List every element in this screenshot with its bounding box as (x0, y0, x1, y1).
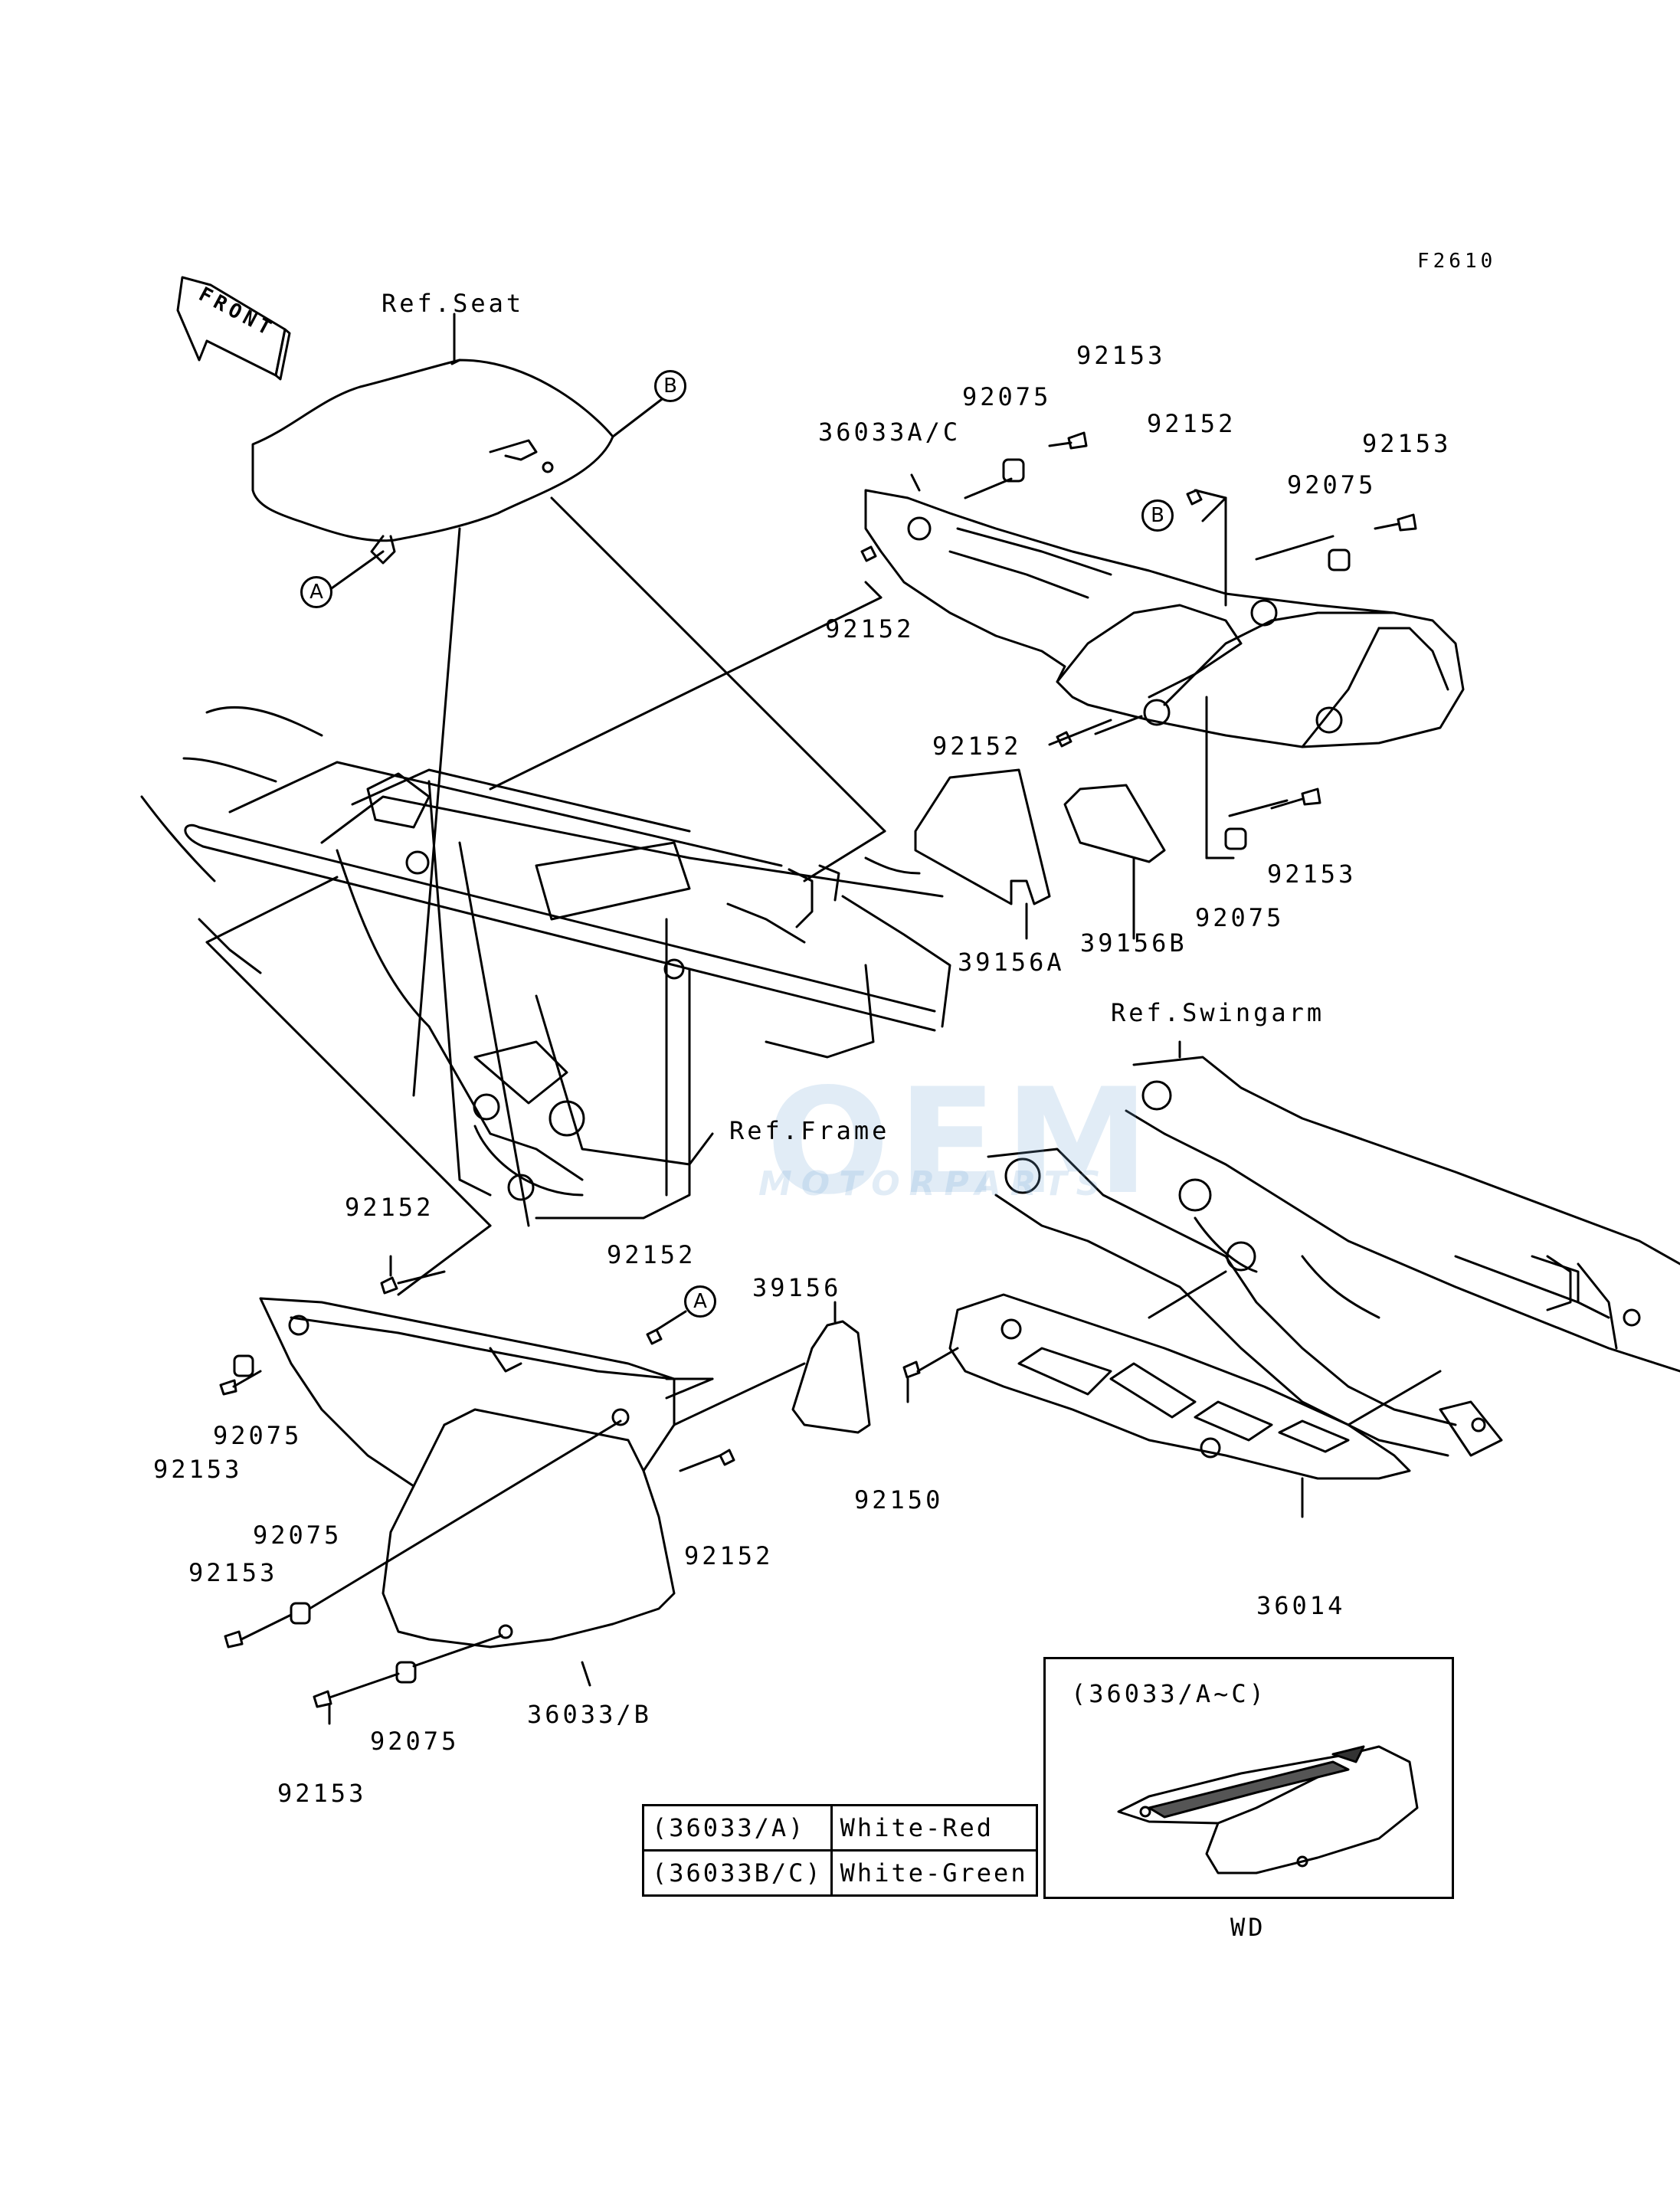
part-label: 92075 (253, 1521, 342, 1550)
part-label: 92152 (825, 614, 915, 643)
inset-caption: WD (1230, 1913, 1266, 1942)
part-label: 36033/B (527, 1700, 652, 1729)
inset-box (1043, 1657, 1454, 1899)
part-label: 92153 (188, 1558, 278, 1587)
table-row: (36033B/C) White-Green (642, 1849, 1038, 1897)
part-label: 92075 (1195, 903, 1285, 932)
front-arrow-icon (176, 276, 291, 381)
part-label: 92153 (1362, 429, 1452, 458)
part-label: 92152 (932, 732, 1022, 761)
part-label: 92153 (1267, 859, 1357, 889)
callout-b-cover: B (1141, 499, 1174, 532)
callout-a-cover: A (684, 1285, 716, 1318)
part-label: 39156 (752, 1273, 842, 1302)
watermark-brand: OEM (766, 1057, 1158, 1226)
table-cell-code: (36033B/C) (642, 1849, 833, 1897)
side-cover-right-shape (864, 489, 1465, 748)
pad-39156-shape (791, 1320, 871, 1434)
watermark-sub: MOTORPARTS (758, 1164, 1110, 1203)
part-label: 92150 (854, 1485, 944, 1514)
part-label: 92075 (962, 382, 1052, 411)
part-label: 36014 (1256, 1591, 1346, 1620)
part-label: 39156B (1080, 928, 1187, 958)
table-cell-color: White-Red (830, 1804, 1038, 1852)
part-label: 92152 (345, 1193, 434, 1222)
part-label: 92152 (684, 1541, 774, 1570)
figure-code: F2610 (1417, 250, 1497, 273)
part-label: 92152 (1147, 409, 1236, 438)
part-label: 92153 (277, 1779, 367, 1808)
right-fasteners (860, 431, 1417, 850)
part-label: 36033A/C (818, 417, 961, 447)
table-cell-code: (36033/A) (642, 1804, 833, 1852)
inset-side-cover-shape (1117, 1745, 1419, 1874)
ref-frame-label: Ref.Frame (729, 1116, 890, 1145)
frame-shape (140, 706, 951, 1227)
inset-title: (36033/A~C) (1071, 1679, 1267, 1708)
pad-39156b-shape (1063, 784, 1166, 863)
part-label: 92153 (153, 1455, 243, 1484)
seat-shape (251, 359, 614, 565)
left-fasteners (219, 1255, 735, 1725)
part-label: 39156A (958, 948, 1065, 977)
color-table: (36033/A) White-Red (36033B/C) White-Gre… (642, 1804, 1038, 1897)
part-label: 92075 (370, 1727, 460, 1756)
side-cover-left-shape (259, 1297, 676, 1649)
table-cell-color: White-Green (830, 1849, 1038, 1897)
swingarm-shape (987, 1056, 1680, 1457)
part-label: 92152 (607, 1240, 696, 1269)
chain-guard-shape (948, 1270, 1442, 1480)
callout-a-seat: A (300, 576, 332, 608)
table-row: (36033/A) White-Red (642, 1804, 1038, 1852)
pad-39156a-shape (914, 768, 1051, 905)
front-arrow-label: FRONT (195, 283, 279, 342)
part-label: 92075 (213, 1421, 303, 1450)
part-label: 92153 (1076, 341, 1166, 370)
callout-b-seat: B (654, 370, 686, 402)
part-label: 92075 (1287, 470, 1377, 499)
ref-swingarm-label: Ref.Swingarm (1111, 998, 1325, 1027)
ref-seat-label: Ref.Seat (382, 289, 525, 318)
